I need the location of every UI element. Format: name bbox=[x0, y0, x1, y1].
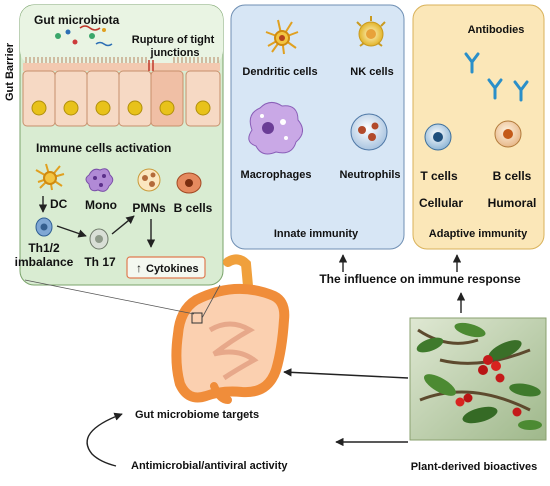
antibodies-label: Antibodies bbox=[468, 24, 525, 36]
nucleus bbox=[31, 100, 47, 116]
nucleus bbox=[95, 100, 111, 116]
cellular-label: Cellular bbox=[419, 196, 463, 210]
dendritic-cell-innate-icon bbox=[265, 19, 299, 55]
bcell-icon-adaptive bbox=[494, 120, 522, 148]
humoral-label: Humoral bbox=[488, 196, 537, 210]
epithelial-cell bbox=[185, 70, 221, 127]
microbiota-icon bbox=[55, 25, 113, 47]
epithelial-cell bbox=[86, 70, 120, 127]
gut-barrier-side-label: Gut Barrier bbox=[4, 42, 16, 101]
cytokines-label: Cytokines bbox=[146, 263, 199, 275]
plant-photo bbox=[409, 317, 547, 441]
th17-label: Th 17 bbox=[84, 255, 116, 269]
th12-label-line2: imbalance bbox=[15, 255, 74, 269]
epithelial-cell-layer bbox=[22, 57, 221, 127]
rupture-label-line2: junctions bbox=[150, 47, 200, 59]
monocyte-icon bbox=[85, 168, 114, 192]
mono-label: Mono bbox=[85, 198, 117, 212]
epithelial-cell bbox=[54, 70, 88, 127]
th12-label-line1: Th1/2 bbox=[28, 241, 60, 255]
epithelial-cell bbox=[118, 70, 152, 127]
nucleus bbox=[195, 100, 211, 116]
cytokines-box bbox=[126, 256, 206, 279]
gut-microbiota-label: Gut microbiota bbox=[34, 13, 120, 27]
immune-activation-title: Immune cells activation bbox=[36, 141, 171, 155]
zoom-line-1 bbox=[24, 279, 195, 315]
bcell-icon-gut bbox=[176, 172, 202, 194]
pmn-icon bbox=[137, 168, 161, 192]
nk-cell-icon bbox=[356, 16, 386, 47]
zoom-line-2 bbox=[201, 284, 221, 319]
cytokine-up-arrow: ↑ bbox=[136, 261, 142, 275]
macrophage-icon bbox=[248, 102, 303, 155]
neutrophil-icon bbox=[350, 113, 388, 151]
dc-label: DC bbox=[50, 197, 68, 211]
innate-immunity-panel bbox=[230, 4, 405, 250]
innate-immunity-title: Innate immunity bbox=[274, 228, 359, 240]
pmn-label: PMNs bbox=[132, 201, 166, 215]
macrophages-label: Macrophages bbox=[241, 169, 312, 181]
curved-arrow bbox=[86, 412, 123, 467]
dendritic-cell-icon bbox=[35, 163, 65, 191]
epithelial-cell bbox=[22, 70, 56, 127]
tcells-label: T cells bbox=[420, 169, 458, 183]
nucleus bbox=[159, 100, 175, 116]
neutrophils-label: Neutrophils bbox=[339, 169, 400, 181]
adaptive-immunity-panel bbox=[412, 4, 545, 250]
plant-bioactives-label: Plant-derived bioactives bbox=[411, 461, 538, 473]
arrow-th-to-th17 bbox=[56, 225, 87, 238]
nucleus bbox=[63, 100, 79, 116]
nk-cells-label: NK cells bbox=[350, 66, 393, 78]
adaptive-bcells-label: B cells bbox=[493, 169, 532, 183]
adaptive-immunity-title: Adaptive immunity bbox=[429, 228, 528, 240]
epithelial-cell-ruptured bbox=[150, 70, 184, 127]
arrow-plant-to-intestine bbox=[283, 368, 409, 379]
gut-bcell-label: B cells bbox=[174, 201, 213, 215]
nucleus bbox=[127, 100, 143, 116]
influence-label: The influence on immune response bbox=[319, 272, 521, 286]
tcell-icon bbox=[424, 123, 452, 151]
arrow-th17-to-pmn bbox=[111, 215, 135, 235]
antibody-icon bbox=[464, 52, 529, 102]
gut-microbiome-targets-label: Gut microbiome targets bbox=[135, 409, 259, 421]
dendritic-cells-label: Dendritic cells bbox=[242, 66, 317, 78]
antimicrobial-label: Antimicrobial/antiviral activity bbox=[131, 460, 288, 472]
rupture-label-line1: Rupture of tight bbox=[132, 34, 215, 46]
